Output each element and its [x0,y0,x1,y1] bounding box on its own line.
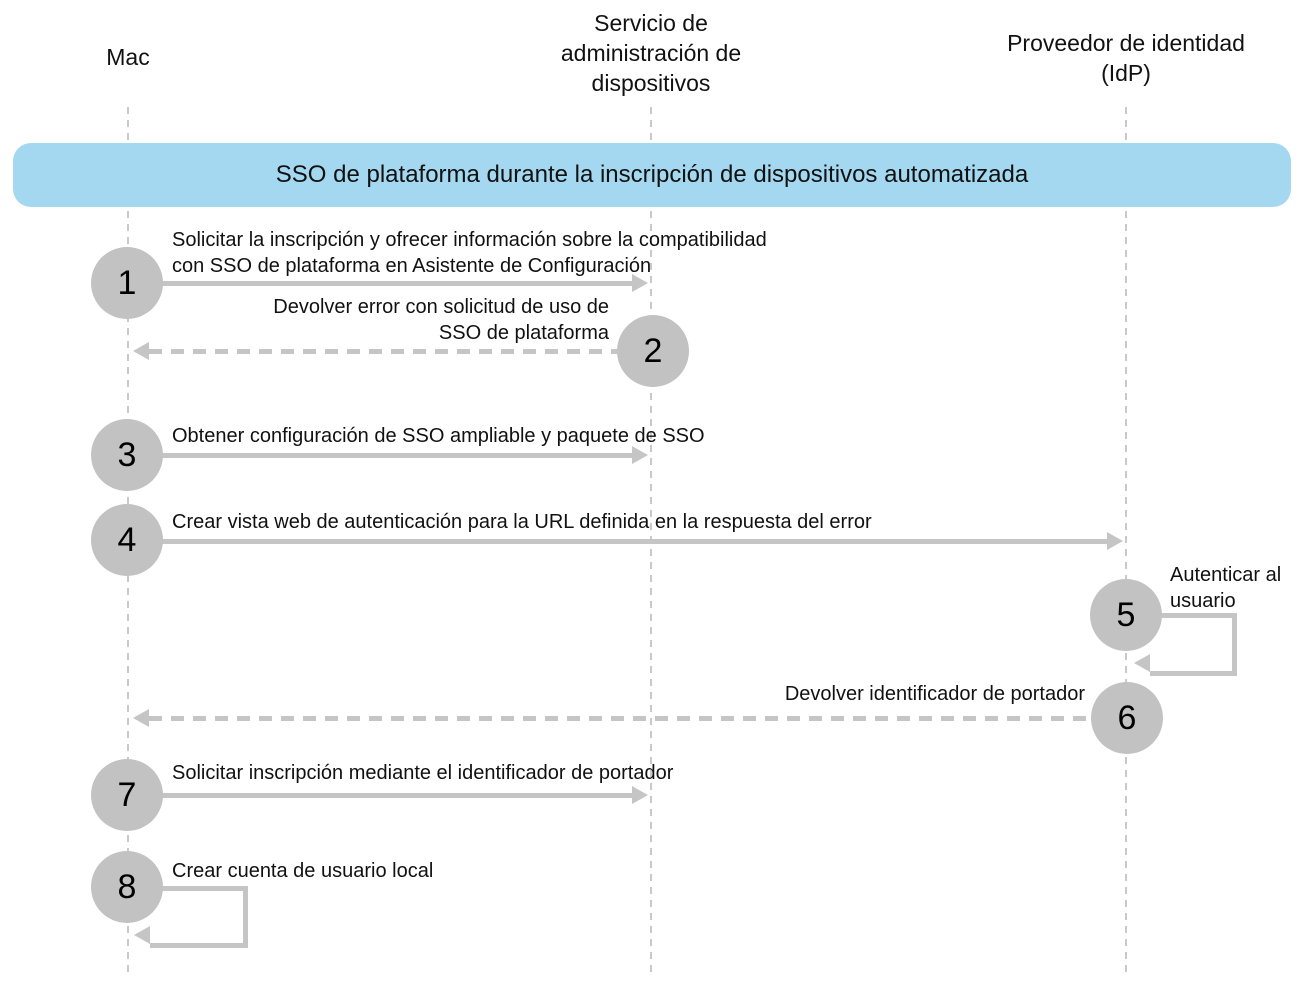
actor-header-device-management-service: Servicio de administración de dispositiv… [560,10,742,96]
step-label-4: Crear vista web de autenticación para la… [172,511,872,533]
arrowhead-left-icon [1134,654,1150,672]
step-label-7: Solicitar inscripción mediante el identi… [172,762,674,784]
arrowhead-right-icon [632,786,648,804]
actor-header-identity-provider: Proveedor de identidad (IdP) [1007,30,1245,86]
step-badge-5: 5 [1090,579,1162,651]
step-badge-1: 1 [91,247,163,319]
step-badge-3: 3 [91,419,163,491]
self-loop-8 [150,886,248,948]
arrow-line-7 [160,793,632,798]
step-label-5: Autenticar al usuario [1170,564,1282,612]
arrowhead-left-icon [134,926,150,944]
arrowhead-left-icon [133,342,149,360]
arrowhead-left-icon [133,709,149,727]
step-badge-2: 2 [617,315,689,387]
arrow-line-3 [160,453,632,458]
arrowhead-right-icon [632,446,648,464]
step-label-1: Solicitar la inscripción y ofrecer infor… [172,229,767,277]
step-badge-4: 4 [91,504,163,576]
arrow-line-6 [149,716,1091,721]
step-label-3: Obtener configuración de SSO ampliable y… [172,425,705,447]
step-label-2: Devolver error con solicitud de uso de S… [273,296,609,344]
step-badge-8: 8 [91,851,163,923]
step-label-8: Crear cuenta de usuario local [172,860,434,882]
actor-header-mac: Mac [106,44,150,70]
lifeline-identity-provider [1125,107,1127,975]
self-loop-5 [1150,613,1237,676]
arrow-line-2 [149,349,617,354]
step-badge-6: 6 [1091,682,1163,754]
step-label-6: Devolver identificador de portador [784,683,1085,705]
step-badge-7: 7 [91,759,163,831]
arrowhead-right-icon [632,274,648,292]
arrow-line-1 [160,281,632,286]
arrowhead-right-icon [1107,532,1123,550]
title-banner: SSO de plataforma durante la inscripción… [13,143,1291,207]
arrow-line-4 [160,539,1107,544]
